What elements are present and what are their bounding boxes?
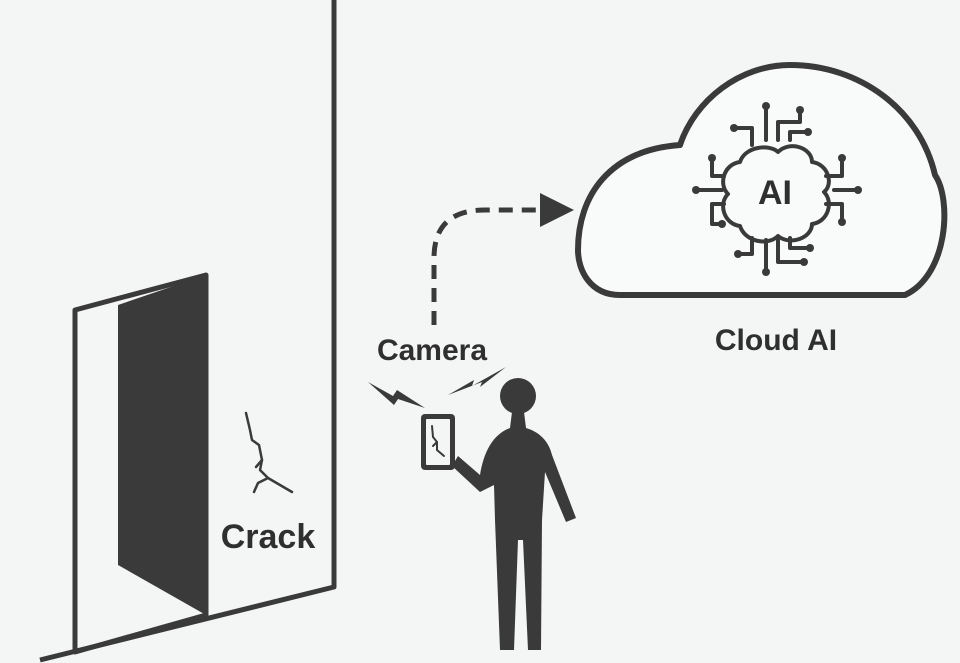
upload-arrow — [431, 193, 574, 325]
signal-bolt-left-icon — [368, 382, 425, 408]
cloud-ai-label: Cloud AI — [715, 324, 837, 357]
crack-label: Crack — [221, 518, 316, 556]
ai-badge-text: AI — [758, 174, 792, 212]
door-panel — [118, 275, 206, 615]
person-icon — [452, 378, 576, 650]
crack-icon — [244, 411, 294, 494]
arrow-head-icon — [540, 193, 574, 227]
signal-bolt-right-icon — [448, 367, 506, 395]
circuit-nodes — [692, 102, 862, 276]
ai-brain-chip-icon — [696, 106, 858, 272]
camera-label: Camera — [377, 334, 487, 367]
cloud-icon — [575, 62, 948, 298]
door — [72, 272, 209, 655]
phone-icon — [421, 414, 455, 470]
